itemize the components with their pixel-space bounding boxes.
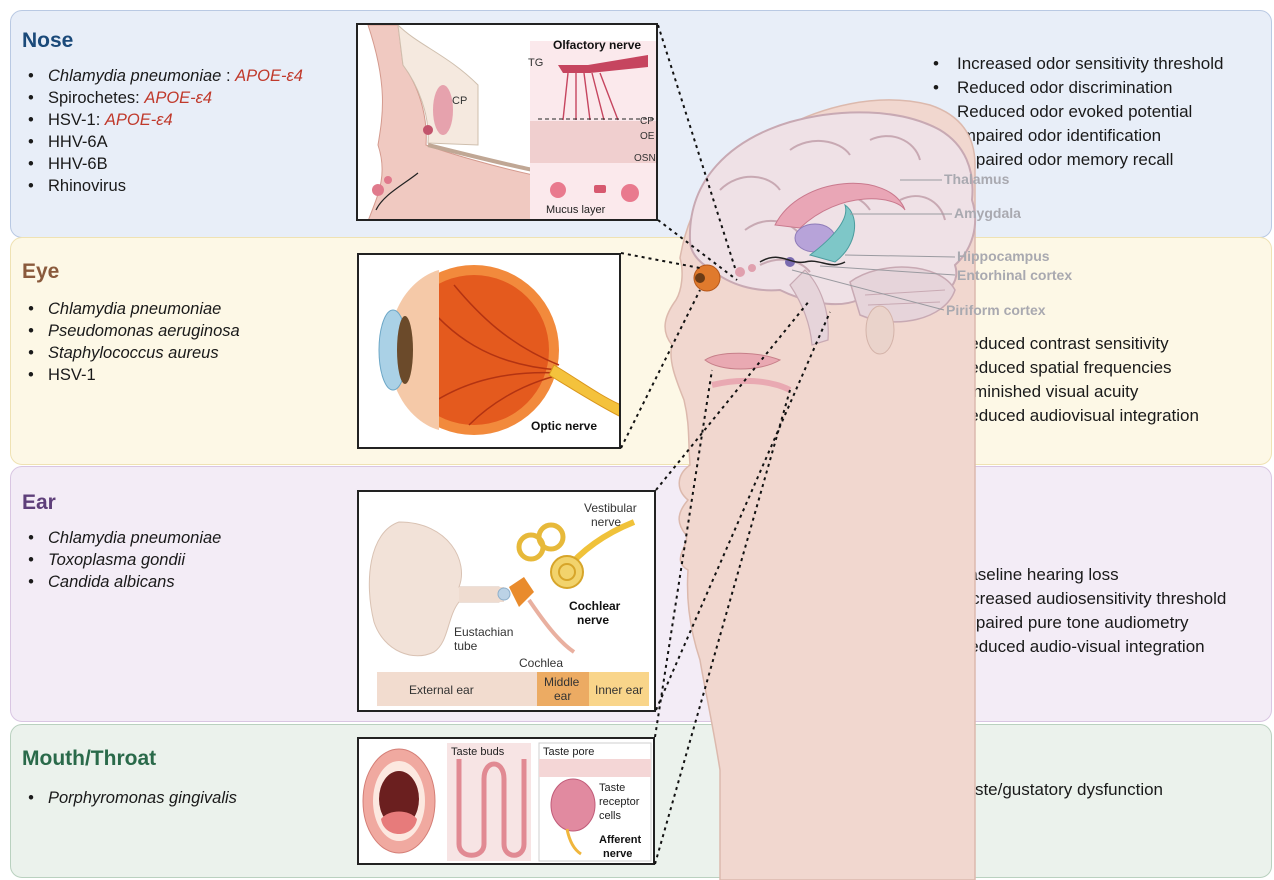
cp-top-label: CP [452,95,467,107]
olfactory-bulb-dots [735,267,745,277]
taste-receptor-shape [551,779,595,831]
eustachian-label-2: tube [454,639,478,653]
label-piriform: Piriform cortex [946,302,1046,318]
taste-pore-label: Taste pore [543,746,594,758]
nose-anatomy-panel: CP Olfactory nerve TG CP OE OSN Mucus la… [356,23,658,221]
cochlear-nerve-label-1: Cochlear [569,599,621,613]
middle-ear-label-1: Middle [544,675,580,689]
olfactory-nerve-label: Olfactory nerve [553,38,641,52]
cp-label: CP [640,116,654,127]
label-thalamus: Thalamus [944,171,1010,187]
tg-label: TG [528,57,543,69]
osn-label: OSN [634,153,656,164]
taste-buds-label: Taste buds [451,746,505,758]
middle-ear-label-2: ear [554,689,571,703]
label-amygdala: Amygdala [954,205,1021,221]
taste-bud-diagram: Taste buds Taste pore Taste receptor cel… [359,739,655,865]
ear-anatomy-panel: Vestibular nerve Cochlear nerve Eustachi… [357,490,656,712]
receptor-label-1: Taste [599,782,625,794]
mucus-layer-label: Mucus layer [546,204,606,216]
optic-nerve-label: Optic nerve [531,419,597,433]
external-ear-label: External ear [409,683,474,697]
afferent-label-2: nerve [603,848,632,860]
receptor-label-2: receptor [599,796,640,808]
eustachian-label-1: Eustachian [454,625,513,639]
oe-label: OE [640,131,655,142]
iris [397,316,413,384]
vestibular-label-1: Vestibular [584,501,637,515]
receptor-label-3: cells [599,810,622,822]
head-ear [866,306,894,354]
mouth-anatomy-panel: Taste buds Taste pore Taste receptor cel… [357,737,655,865]
inner-ear-label: Inner ear [595,683,643,697]
nasal-cavity-diagram: CP Olfactory nerve TG CP OE OSN Mucus la… [358,25,658,221]
cochlear-nerve-label-2: nerve [577,613,609,627]
vestibular-label-2: nerve [591,515,621,529]
label-entorhinal: Entorhinal cortex [957,267,1072,283]
afferent-label-1: Afferent [599,834,642,846]
cochlea-label: Cochlea [519,656,563,670]
ear-diagram: Vestibular nerve Cochlear nerve Eustachi… [359,492,656,712]
label-hippocampus: Hippocampus [957,248,1050,264]
optic-nerve-shape [549,365,621,417]
eyeball-diagram: Optic nerve [359,255,621,449]
cochlea-shape [551,556,583,588]
eye-anatomy-panel: Optic nerve [357,253,621,449]
